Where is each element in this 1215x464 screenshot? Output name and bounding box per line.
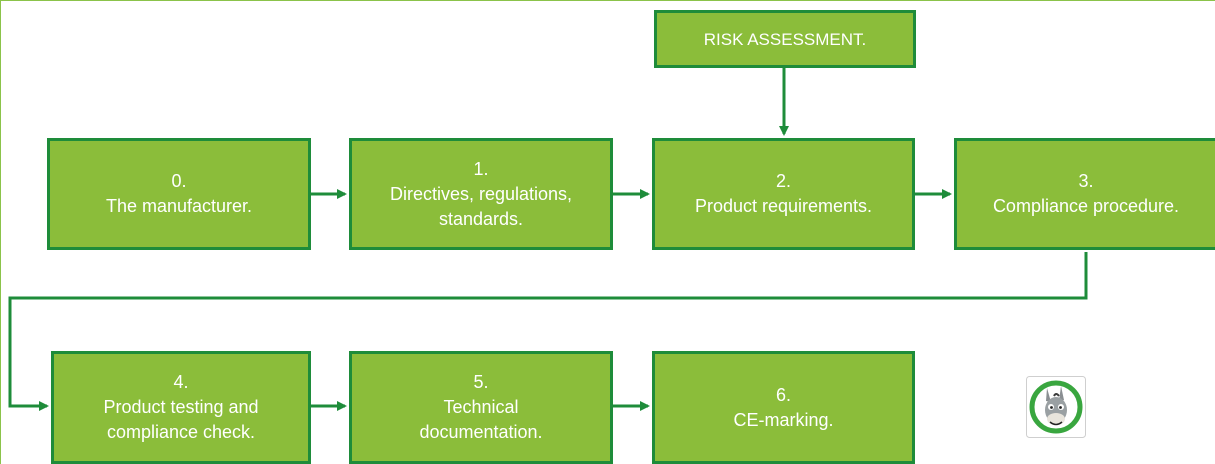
step-1-box: 1. Directives, regulations, standards. bbox=[349, 138, 613, 250]
step-2-label: Product requirements. bbox=[694, 196, 873, 216]
step-5-box: 5. Technical documentation. bbox=[349, 351, 613, 464]
step-3-number: 3. bbox=[1078, 171, 1094, 191]
step-4-box: 4. Product testing and compliance check. bbox=[51, 351, 311, 464]
step-0-number: 0. bbox=[171, 171, 187, 191]
step-6-label: CE-marking. bbox=[733, 409, 834, 430]
step-4-label: Product testing and compliance check. bbox=[103, 397, 259, 442]
step-3-label: Compliance procedure. bbox=[992, 196, 1180, 216]
risk-assessment-label: RISK ASSESSMENT. bbox=[703, 29, 867, 49]
step-0-box: 0. The manufacturer. bbox=[47, 138, 311, 250]
step-6-box: 6. CE-marking. bbox=[652, 351, 915, 464]
step-2-number: 2. bbox=[775, 171, 791, 191]
donkey-mascot-icon bbox=[1026, 376, 1086, 438]
step-1-label: Directives, regulations, standards. bbox=[389, 183, 573, 229]
step-3-box: 3. Compliance procedure. bbox=[954, 138, 1215, 250]
risk-assessment-box: RISK ASSESSMENT. bbox=[654, 10, 916, 68]
step-1-number: 1. bbox=[473, 158, 489, 179]
step-5-label: Technical documentation. bbox=[419, 397, 543, 442]
arrow-3-to-4 bbox=[8, 252, 1088, 411]
step-0-label: The manufacturer. bbox=[105, 196, 253, 216]
step-4-number: 4. bbox=[173, 372, 189, 392]
step-6-number: 6. bbox=[775, 384, 791, 405]
step-5-number: 5. bbox=[473, 372, 489, 392]
step-2-box: 2. Product requirements. bbox=[652, 138, 915, 250]
